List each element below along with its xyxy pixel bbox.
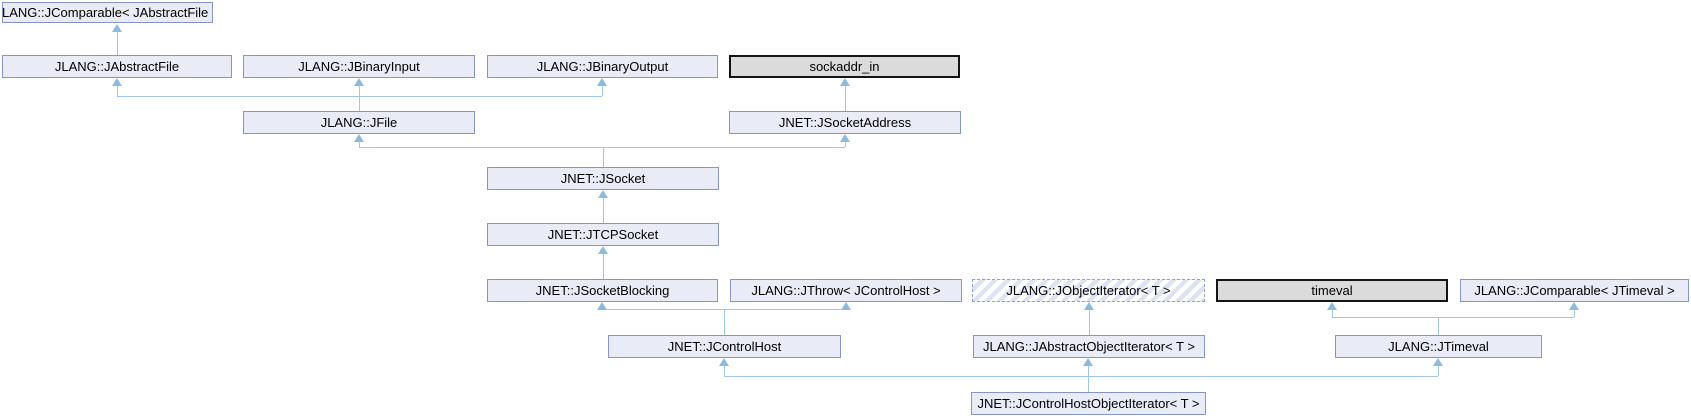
inheritance-arrowhead-icon	[354, 78, 364, 86]
inheritance-arrowhead-icon	[1569, 302, 1579, 310]
inheritance-arrowhead-icon	[840, 134, 850, 142]
edge-line-jsocket-to-jfile-jsocketaddress	[359, 147, 845, 148]
inheritance-arrowhead-icon	[598, 190, 608, 198]
edge-line-jfile-to-jabstractfile-jbinaryinput-jbinaryoutput	[602, 85, 603, 96]
edge-line-jcontrolhostobjectiterator-to-jcontrolhost-jabstractobjectiterator-jtimeval	[1088, 376, 1089, 392]
inheritance-arrowhead-icon	[1084, 302, 1094, 310]
inheritance-arrowhead-icon	[597, 78, 607, 86]
edge-line-jsocket-to-jfile-jsocketaddress	[359, 141, 360, 147]
class-node-jtcpsocket[interactable]: JNET::JTCPSocket	[487, 223, 719, 246]
edge-line-jtimeval-to-timeval-jcomparable-jtimeval	[1438, 317, 1439, 335]
inheritance-arrowhead-icon	[840, 78, 850, 86]
class-node-jcomparable-jabstractfile[interactable]: JLANG::JComparable< JAbstractFile >	[2, 2, 213, 23]
edge-line-jabstractobjectiterator-to-jobjectiterator	[1089, 309, 1090, 335]
edge-line-jfile-to-jabstractfile-jbinaryinput-jbinaryoutput	[117, 85, 118, 96]
edge-line-jsocketblocking-to-jtcpsocket	[603, 253, 604, 279]
edge-line-jtimeval-to-timeval-jcomparable-jtimeval	[1332, 309, 1333, 317]
edge-line-jsocketaddress-to-sockaddr-in	[845, 85, 846, 111]
class-node-jabstractobjectiterator[interactable]: JLANG::JAbstractObjectIterator< T >	[973, 335, 1205, 358]
edge-line-jcontrolhostobjectiterator-to-jcontrolhost-jabstractobjectiterator-jtimeval	[1088, 365, 1089, 376]
inheritance-arrowhead-icon	[1083, 358, 1093, 366]
class-node-jcontrolhostobjectiterator[interactable]: JNET::JControlHostObjectIterator< T >	[971, 392, 1206, 415]
inheritance-arrowhead-icon	[597, 302, 607, 310]
class-node-jsocketaddress[interactable]: JNET::JSocketAddress	[729, 111, 961, 134]
edge-line-jsocket-to-jfile-jsocketaddress	[845, 141, 846, 147]
edge-line-jcontrolhostobjectiterator-to-jcontrolhost-jabstractobjectiterator-jtimeval	[724, 365, 725, 376]
class-node-timeval: timeval	[1216, 279, 1448, 302]
class-node-jsocketblocking[interactable]: JNET::JSocketBlocking	[487, 279, 718, 302]
inheritance-arrowhead-icon	[112, 24, 122, 32]
inheritance-arrowhead-icon	[841, 302, 851, 310]
edge-line-jfile-to-jabstractfile-jbinaryinput-jbinaryoutput	[359, 85, 360, 96]
class-node-sockaddr-in: sockaddr_in	[729, 55, 960, 78]
edge-line-jabstractfile-to-jcomparable-jabstractfile	[117, 31, 118, 55]
class-node-jbinaryoutput[interactable]: JLANG::JBinaryOutput	[487, 55, 718, 78]
edge-line-jcontrolhostobjectiterator-to-jcontrolhost-jabstractobjectiterator-jtimeval	[1438, 365, 1439, 376]
edge-line-jfile-to-jabstractfile-jbinaryinput-jbinaryoutput	[359, 96, 360, 111]
class-node-jthrow-jcontrolhost[interactable]: JLANG::JThrow< JControlHost >	[730, 279, 962, 302]
class-node-jfile[interactable]: JLANG::JFile	[243, 111, 475, 134]
edge-line-jsocket-to-jfile-jsocketaddress	[603, 147, 604, 167]
class-node-jsocket[interactable]: JNET::JSocket	[487, 167, 719, 190]
class-node-jcontrolhost[interactable]: JNET::JControlHost	[608, 335, 841, 358]
edge-line-jcontrolhost-to-jsocketblocking-jthrow	[724, 309, 725, 335]
edge-line-jcontrolhostobjectiterator-to-jcontrolhost-jabstractobjectiterator-jtimeval	[724, 376, 1438, 377]
inheritance-arrowhead-icon	[112, 78, 122, 86]
class-node-jbinaryinput[interactable]: JLANG::JBinaryInput	[243, 55, 475, 78]
class-node-jtimeval[interactable]: JLANG::JTimeval	[1335, 335, 1542, 358]
class-node-jobjectiterator[interactable]: JLANG::JObjectIterator< T >	[972, 279, 1205, 302]
edge-line-jtimeval-to-timeval-jcomparable-jtimeval	[1574, 309, 1575, 317]
edge-line-jfile-to-jabstractfile-jbinaryinput-jbinaryoutput	[117, 96, 602, 97]
class-node-jcomparable-jtimeval[interactable]: JLANG::JComparable< JTimeval >	[1460, 279, 1689, 302]
edge-line-jcontrolhost-to-jsocketblocking-jthrow	[602, 309, 846, 310]
inheritance-arrowhead-icon	[1327, 302, 1337, 310]
edge-line-jtimeval-to-timeval-jcomparable-jtimeval	[1332, 317, 1574, 318]
inheritance-arrowhead-icon	[598, 246, 608, 254]
edge-line-jtcpsocket-to-jsocket	[603, 197, 604, 223]
inheritance-arrowhead-icon	[354, 134, 364, 142]
class-node-jabstractfile[interactable]: JLANG::JAbstractFile	[2, 55, 232, 78]
inheritance-arrowhead-icon	[1433, 358, 1443, 366]
inheritance-arrowhead-icon	[719, 358, 729, 366]
